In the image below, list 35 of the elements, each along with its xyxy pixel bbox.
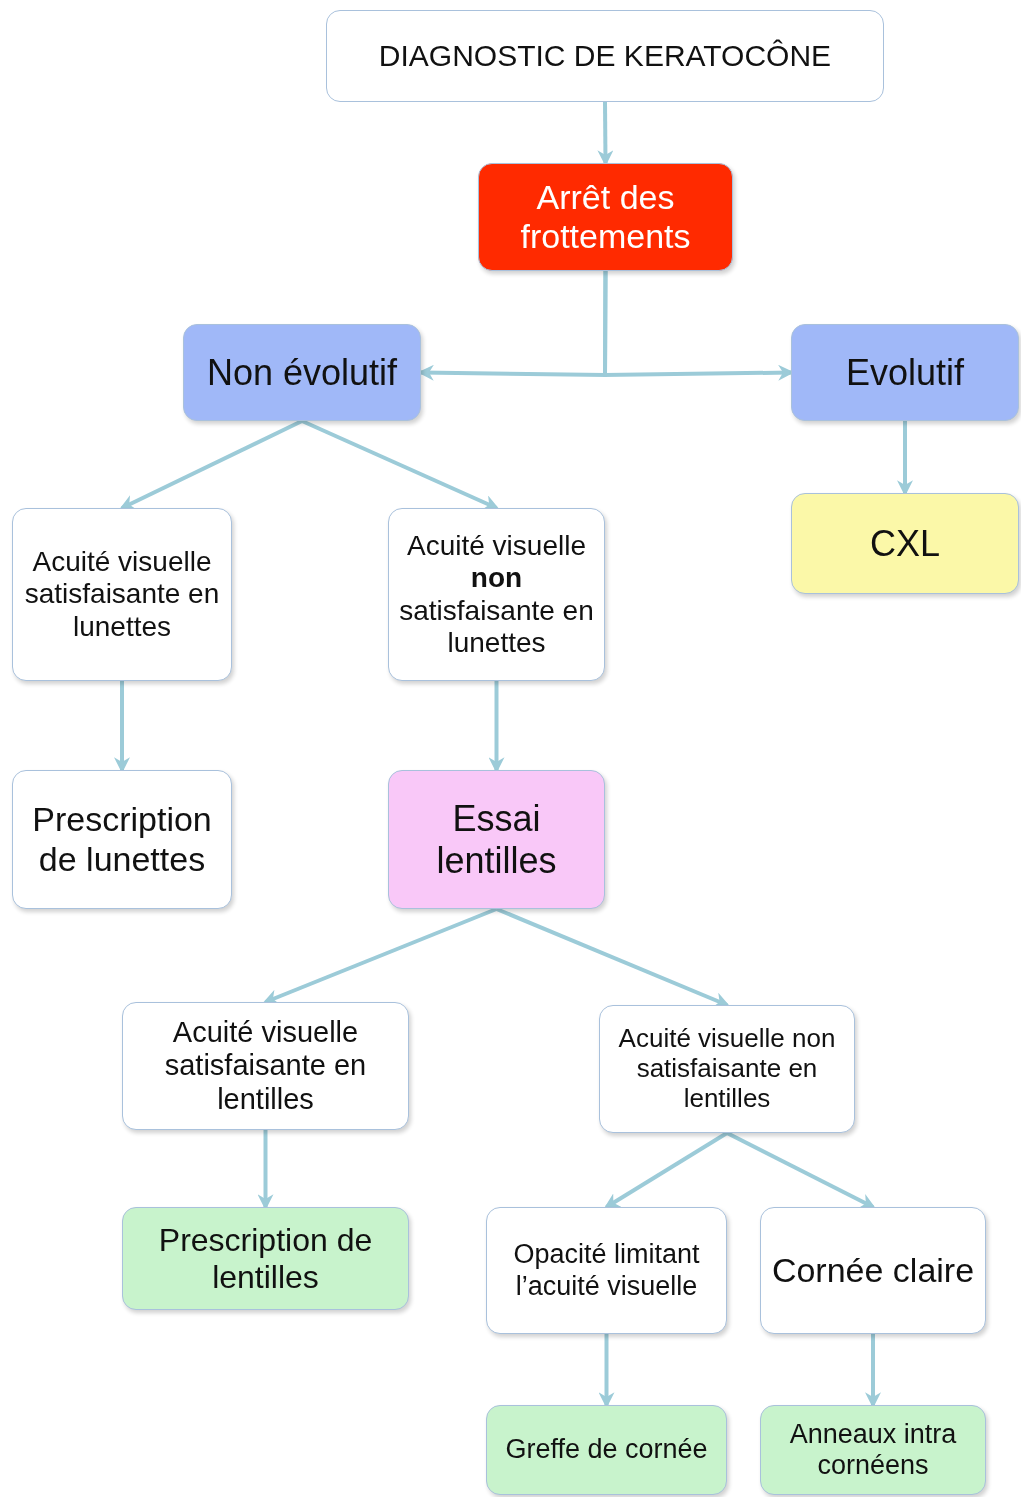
node-label: Non évolutif [206, 351, 398, 394]
process-box [791, 324, 1019, 421]
arrow [726, 1131, 876, 1209]
node-label: CXL [870, 522, 940, 565]
node-label: Essai lentilles [435, 798, 558, 881]
process-box [122, 1207, 409, 1310]
arrow [603, 1131, 729, 1209]
process-box [478, 163, 733, 271]
node-label: Prescription de lentilles [157, 1221, 374, 1296]
process-box [486, 1405, 727, 1495]
process-box [12, 770, 232, 909]
node-label: Arrêt des frottements [519, 177, 692, 257]
node-label: Acuité visuelle non satisfaisante en lentilles [617, 1024, 837, 1114]
node-label: Cornée claire [771, 1250, 975, 1291]
node-label: DIAGNOSTIC DE KERATOCÔNE [378, 38, 832, 74]
node-label: Acuité visuelle satisfaisante en lentilles [163, 1016, 368, 1116]
node-label: Greffe de cornée [505, 1434, 708, 1466]
process-box [599, 1005, 855, 1133]
process-box [122, 1002, 409, 1130]
node-label: Evolutif [845, 351, 965, 394]
process-box [791, 493, 1019, 594]
process-box [183, 324, 421, 421]
node-label: Prescription de lunettes [31, 800, 213, 879]
process-box [388, 770, 605, 909]
node-label: Opacité limitant l’acuité visuelle [512, 1239, 701, 1302]
node-label: Anneaux intra cornéens [788, 1418, 958, 1482]
process-box [760, 1405, 986, 1495]
arrow [119, 419, 303, 510]
process-box [486, 1207, 727, 1334]
process-box [760, 1207, 986, 1334]
process-box [388, 508, 605, 681]
process-box [12, 508, 232, 681]
node-label: Acuité visuelle satisfaisante en lunettes [23, 546, 221, 643]
node-label: Acuité visuelle non satisfaisante en lunettes [398, 530, 595, 659]
process-box [326, 10, 884, 102]
